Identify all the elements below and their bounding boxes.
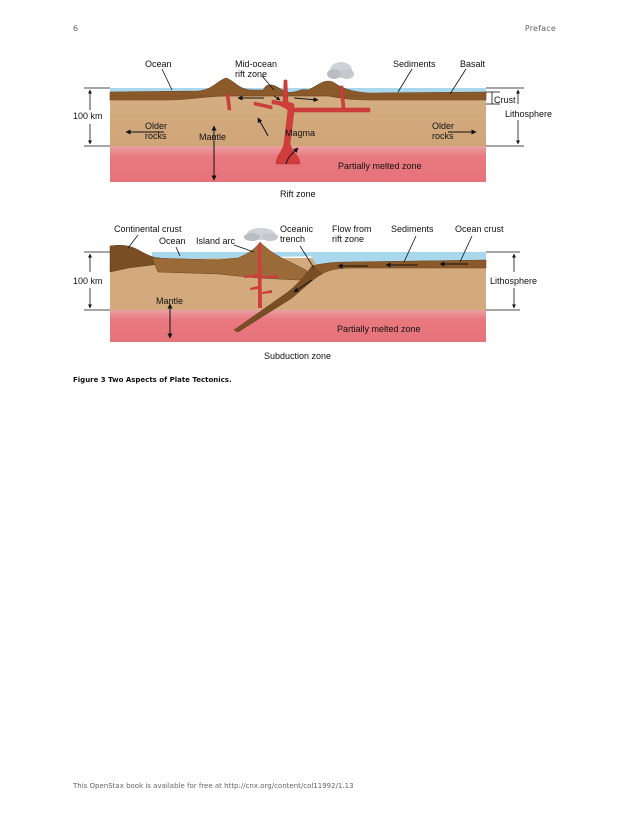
slab-arrow — [293, 279, 313, 293]
flow-label-1: Flow from — [332, 224, 372, 234]
mid-ocean-label-2: rift zone — [235, 69, 267, 79]
magma-dike — [244, 244, 278, 308]
partially-melted-zone — [110, 310, 486, 342]
depth-label: 100 km — [73, 276, 103, 286]
oceanic-trench-label-1: Oceanic — [280, 224, 314, 234]
flow-arrow-right — [293, 97, 319, 103]
subducting-slab — [233, 265, 323, 333]
sediments-label: Sediments — [393, 59, 436, 69]
sediments-label: Sediments — [391, 224, 434, 234]
older-rocks-right-2: rocks — [432, 131, 454, 141]
depth-bracket — [84, 87, 110, 147]
convection-arrow-left — [257, 117, 269, 137]
flow-label-2: rift zone — [332, 234, 364, 244]
mantle-label: Mantle — [199, 132, 226, 142]
older-rocks-right-1: Older — [432, 121, 454, 131]
older-rocks-left-1: Older — [145, 121, 167, 131]
basalt-label: Basalt — [460, 59, 486, 69]
leader-lines — [161, 68, 467, 95]
ocean-crust-label: Ocean crust — [455, 224, 504, 234]
ocean-crust — [109, 77, 487, 101]
crust-bracket — [486, 91, 500, 105]
section-title: Preface — [524, 24, 556, 33]
page-footer: This OpenStax book is available for free… — [73, 782, 354, 790]
magma-label: Magma — [285, 128, 315, 138]
rift-caption: Rift zone — [280, 189, 316, 199]
lithosphere-bracket — [486, 87, 524, 147]
depth-label: 100 km — [73, 111, 103, 121]
lithosphere-bracket — [486, 251, 520, 311]
mid-ocean-label-1: Mid-ocean — [235, 59, 277, 69]
leader-lines — [127, 234, 473, 269]
crust-label: Crust — [494, 95, 516, 105]
rift-zone-diagram: 100 km Crust Lithosphere Ocean Mid-ocean… — [73, 59, 552, 199]
flow-arrow-small — [273, 95, 281, 101]
mantle-label: Mantle — [156, 296, 183, 306]
subduction-zone-diagram: 100 km Lithosphere Continental crust Oce… — [73, 224, 537, 361]
oceanic-trench-label-2: trench — [280, 234, 305, 244]
partially-melted-label: Partially melted zone — [337, 324, 421, 334]
figure-caption: Figure 3 Two Aspects of Plate Tectonics. — [73, 376, 232, 384]
partially-melted-label: Partially melted zone — [338, 161, 422, 171]
depth-bracket — [84, 251, 110, 311]
continental-crust-label: Continental crust — [114, 224, 182, 234]
lithosphere-label: Lithosphere — [505, 109, 552, 119]
ocean-water — [152, 252, 318, 260]
convection-arrow-right — [285, 147, 299, 165]
older-rocks-left-2: rocks — [145, 131, 167, 141]
island-arc-label: Island arc — [196, 236, 236, 246]
lithosphere-label: Lithosphere — [490, 276, 537, 286]
lithosphere-layer — [110, 94, 486, 146]
ocean-label: Ocean — [159, 236, 186, 246]
volcano-smoke-icon — [244, 228, 278, 241]
volcano-smoke-icon — [327, 62, 354, 79]
subduction-caption: Subduction zone — [264, 351, 331, 361]
page-number: 6 — [73, 24, 79, 33]
ocean-label: Ocean — [145, 59, 172, 69]
